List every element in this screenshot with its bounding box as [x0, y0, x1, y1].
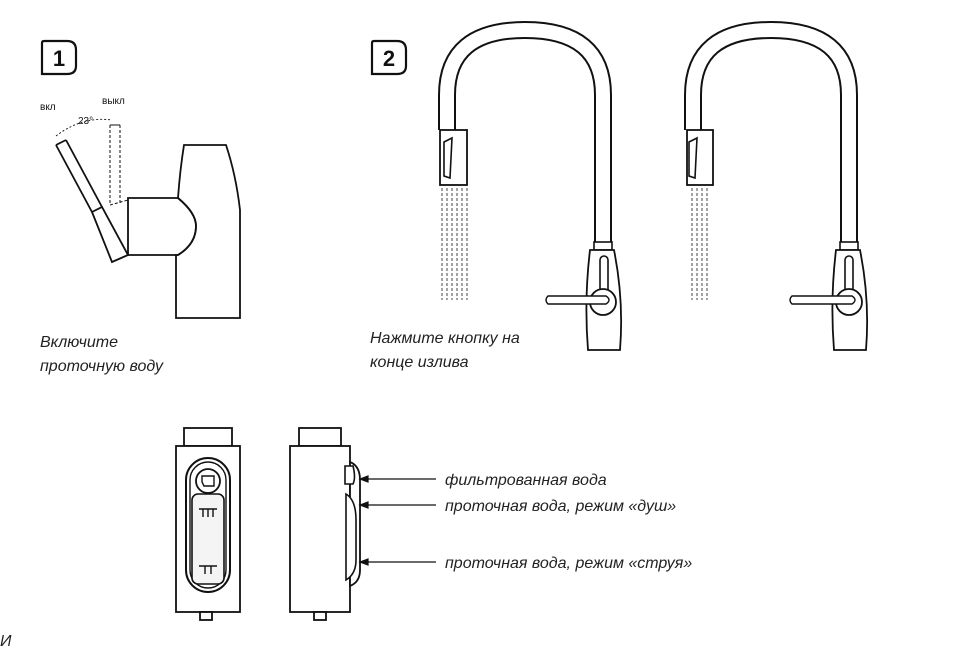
legend-stream: проточная вода, режим «струя»: [445, 555, 692, 572]
legend-filtered: фильтрованная вода: [445, 472, 607, 489]
step1-caption-line2: проточную воду: [40, 358, 164, 375]
mixer-side-view: [55, 118, 241, 319]
step1-caption-line1: Включите: [40, 334, 118, 351]
spray-head-front-view: [175, 427, 241, 621]
step2-number: 2: [383, 46, 395, 71]
legend-shower: проточная вода, режим «душ»: [445, 498, 676, 515]
mode-icon-shower: [199, 508, 217, 517]
step1-badge: 1: [40, 39, 78, 76]
faucet-spray-mode: [438, 20, 623, 351]
spray-head-side-view: [289, 427, 361, 621]
step2-badge: 2: [370, 39, 408, 76]
legend-arrows: [358, 475, 436, 566]
button-filtered: [344, 465, 356, 485]
label-on: вкл: [40, 102, 56, 113]
corner-mark: И: [0, 633, 12, 648]
spray-water: [441, 188, 468, 300]
step2-caption-line1: Нажмите кнопку на: [370, 330, 520, 347]
button-rocker: [345, 492, 357, 582]
mode-icon-stream: [199, 565, 217, 574]
step2-caption-line2: конце излива: [370, 354, 469, 371]
stream-water: [691, 188, 708, 300]
faucet-stream-mode: [684, 20, 869, 351]
step1-number: 1: [53, 46, 65, 71]
label-off: выкл: [102, 96, 125, 107]
